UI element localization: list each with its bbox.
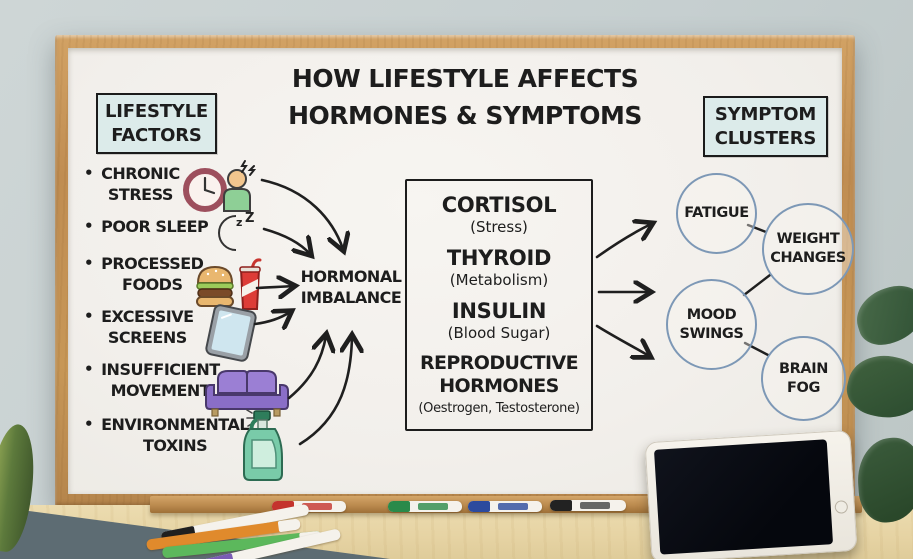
bullet: • xyxy=(84,164,94,182)
hormone-name: REPRODUCTIVE HORMONES xyxy=(420,351,579,397)
lifestyle-factors-heading: LIFESTYLE FACTORS xyxy=(96,93,217,154)
tray-marker-blue xyxy=(468,501,542,512)
title-line-2: HORMONES & SYMPTOMS xyxy=(288,101,642,130)
marker-cap xyxy=(388,501,410,512)
desk-marker-pile xyxy=(140,503,410,559)
title-line-1: HOW LIFESTYLE AFFECTS xyxy=(291,64,639,93)
list-item-environmental-toxins: • ENVIRONMENTAL TOXINS xyxy=(84,414,250,456)
tray-marker-black xyxy=(550,500,626,511)
hormone-name: THYROID xyxy=(446,245,552,270)
hormonal-imbalance-node: HORMONAL IMBALANCE xyxy=(300,267,402,307)
tray-marker-green xyxy=(388,501,462,512)
hormone-sub: (Blood Sugar) xyxy=(447,323,551,342)
hormone-name: CORTISOL xyxy=(441,192,557,217)
tablet-screen xyxy=(653,439,834,555)
bullet: • xyxy=(84,254,94,272)
list-item-label: CHRONIC STRESS xyxy=(101,164,180,204)
tablet-screen-icon xyxy=(205,304,257,362)
symptom-circle-mood-swings: MOOD SWINGS xyxy=(666,279,757,370)
hormone-sub: (Oestrogen, Testosterone) xyxy=(418,400,580,416)
hormone-sub: (Stress) xyxy=(470,217,528,236)
marker-cap xyxy=(272,501,294,512)
marker-label xyxy=(498,503,528,510)
list-item-insufficient-movement: • INSUFFICIENT MOVEMENT xyxy=(84,359,220,401)
list-item-label: PROCESSED FOODS xyxy=(101,254,204,294)
marker-cap xyxy=(550,500,572,511)
list-item-label: INSUFFICIENT MOVEMENT xyxy=(101,360,220,400)
bullet: • xyxy=(84,360,94,378)
symptom-circle-weight-changes: WEIGHT CHANGES xyxy=(762,203,854,295)
marker-label xyxy=(580,502,610,509)
symptom-circle-fatigue: FATIGUE xyxy=(676,173,757,254)
list-item-excessive-screens: • EXCESSIVE SCREENS xyxy=(84,306,194,348)
list-item-chronic-stress: • CHRONIC STRESS xyxy=(84,163,180,205)
svg-text:Z: Z xyxy=(245,211,254,226)
list-item-label: EXCESSIVE SCREENS xyxy=(101,307,194,347)
bullet: • xyxy=(84,307,94,325)
list-item-processed-foods: • PROCESSED FOODS xyxy=(84,253,204,295)
stressed-person-clock-icon xyxy=(183,160,257,212)
hormone-sub: (Metabolism) xyxy=(449,270,549,289)
burger-soda-icon xyxy=(196,258,262,310)
page-title: HOW LIFESTYLE AFFECTS HORMONES & SYMPTOM… xyxy=(225,60,705,134)
plant-leaf xyxy=(849,278,913,352)
svg-text:z: z xyxy=(236,216,242,229)
symptom-circle-brain-fog: BRAIN FOG xyxy=(761,336,846,421)
bullet: • xyxy=(84,217,94,235)
list-item-label: ENVIRONMENTAL TOXINS xyxy=(101,415,250,455)
tablet-home-button xyxy=(834,500,849,515)
bullet: • xyxy=(84,415,94,433)
list-item-label: POOR SLEEP xyxy=(101,217,209,236)
tablet-device xyxy=(644,429,858,559)
tray-marker-red xyxy=(272,501,346,512)
marker-cap xyxy=(277,518,302,533)
hormone-name: INSULIN xyxy=(451,298,547,323)
marker-label xyxy=(418,503,448,510)
symptom-clusters-heading: SYMPTOM CLUSTERS xyxy=(703,96,828,157)
hormones-box: CORTISOL (Stress) THYROID (Metabolism) I… xyxy=(405,179,593,431)
marker-cap xyxy=(468,501,490,512)
list-item-poor-sleep: • POOR SLEEP xyxy=(84,216,209,237)
sleep-moon-icon: z Z xyxy=(218,211,254,251)
couch-icon xyxy=(205,370,289,417)
marker-label xyxy=(302,503,332,510)
spray-bottle-icon xyxy=(243,409,283,481)
